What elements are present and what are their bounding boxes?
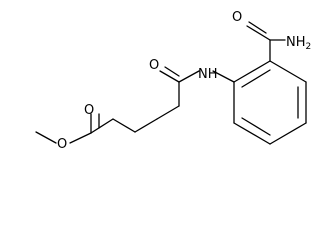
chemical-structure: O NH O NH2 O O (35, 10, 311, 152)
atom-label-carboxamide-oxygen: O (232, 10, 242, 25)
bond-o-ester-carbon (69, 132, 92, 144)
bond-chain-3 (156, 105, 180, 120)
ring-inner-bond-c (241, 117, 271, 136)
atom-label-ketone-oxygen: O (149, 58, 159, 73)
bond-amide-carbon-nitrogen (178, 70, 200, 83)
ring-bond-5 (233, 122, 271, 145)
benzene-ring (233, 60, 307, 145)
bond-amide-carbon-double-o-a (159, 70, 180, 83)
ring-bond-2 (269, 60, 307, 83)
succinyl-chain (112, 66, 200, 133)
atom-label-carboxamide-nh2: NH2 (286, 35, 311, 52)
ring-inner-bond-a (241, 69, 271, 88)
bond-methyl-o (35, 131, 57, 144)
bond-ester-carbon-chain (90, 118, 114, 134)
bond-nitrogen-ring (212, 70, 235, 83)
bond-carboxamide-double-o-b (248, 21, 267, 34)
ring-bond-1 (233, 60, 271, 83)
bond-carboxamide-double-o-a (246, 25, 271, 41)
atom-label-ester-carbonyl-oxygen: O (84, 103, 94, 118)
bond-chain-1 (112, 118, 136, 133)
atom-label-amide-nh: NH (198, 67, 218, 82)
carboxamide-group (246, 21, 286, 62)
ring-bond-4 (269, 122, 307, 145)
methyl-ester-group (35, 113, 114, 144)
bond-chain-2 (134, 118, 158, 133)
atom-label-ester-oxygen: O (57, 137, 67, 152)
bond-amide-carbon-double-o-b (164, 66, 180, 77)
